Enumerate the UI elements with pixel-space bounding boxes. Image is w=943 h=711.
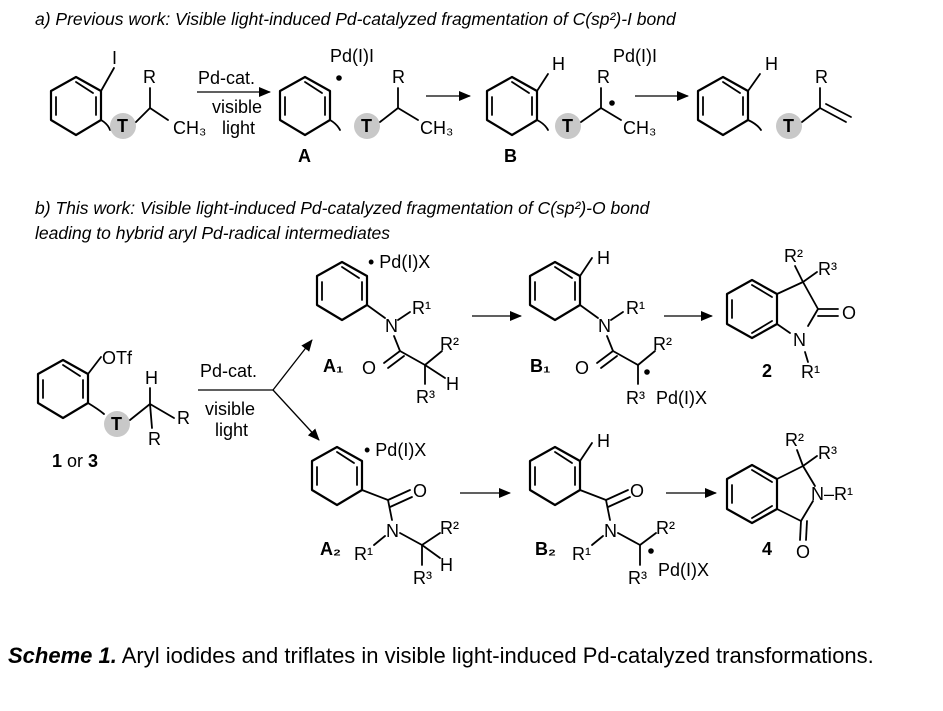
oxygen-atom: O (796, 542, 810, 562)
light-label: visible (212, 97, 262, 117)
methyl-group: CH₃ (173, 118, 206, 138)
oxygen-atom: O (362, 358, 376, 378)
hydrogen-atom: H (597, 431, 610, 451)
compound-label-4: 4 (762, 539, 772, 559)
r2-group: R² (440, 518, 459, 538)
oxindole-product-2: O N R¹ R² R³ 2 (725, 246, 856, 382)
intermediate-B: H T R Pd(I)I CH₃ B (485, 46, 657, 166)
r1-group: R¹ (412, 298, 431, 318)
r3-group: R³ (818, 259, 837, 279)
oxygen-atom: O (630, 481, 644, 501)
light-label: light (215, 420, 248, 440)
compound-label-B1: B₁ (530, 356, 550, 376)
aryl-iodide-start: I T R CH₃ (49, 48, 206, 139)
light-label: light (222, 118, 255, 138)
iodine-atom: I (112, 48, 117, 68)
compound-label-2: 2 (762, 361, 772, 381)
palladium-label: Pd(I)I (613, 46, 657, 66)
r2-group: R² (784, 246, 803, 266)
tether-label: T (783, 116, 794, 136)
hydrogen-atom: H (145, 368, 158, 388)
intermediate-B1: H N R¹ O R² R³ Pd(I)X B₁ (528, 248, 707, 408)
nitrogen-atom: N (793, 330, 806, 350)
palladium-label: Pd(I)I (330, 46, 374, 66)
r-group: R (597, 67, 610, 87)
r-group: R (815, 67, 828, 87)
branch-arrow-up (272, 339, 313, 391)
hydrogen-atom: H (446, 374, 459, 394)
catalyst-label: Pd-cat. (198, 68, 255, 88)
r1-group: R¹ (572, 544, 591, 564)
methyl-group: CH₃ (420, 118, 453, 138)
oxygen-atom: O (413, 481, 427, 501)
intermediate-A1: • Pd(I)X N R¹ O R² H R³ A₁ (315, 252, 459, 407)
r3-group: R³ (818, 443, 837, 463)
triflate-group: OTf (102, 348, 133, 368)
hydrogen-atom: H (552, 54, 565, 74)
heading-part-b-line2: leading to hybrid aryl Pd-radical interm… (35, 223, 390, 243)
intermediate-A2: • Pd(I)X O N R¹ R² H R³ A₂ (310, 440, 459, 588)
intermediate-B2: H O N R¹ R² R³ Pd(I)X B₂ (528, 431, 709, 588)
r3-group: R³ (628, 568, 647, 588)
compound-label-1-or-3: 1 or 3 (52, 451, 98, 471)
r-group: R (148, 429, 161, 449)
hydrogen-atom: H (597, 248, 610, 268)
r-group: R (143, 67, 156, 87)
r3-group: R³ (413, 568, 432, 588)
r-group: R (392, 67, 405, 87)
nitrogen-atom: N (385, 316, 398, 336)
nitrogen-atom: N (604, 521, 617, 541)
nitrogen-atom: N (598, 316, 611, 336)
nitrogen-atom: N (386, 521, 399, 541)
caption-text: Aryl iodides and triflates in visible li… (116, 643, 874, 668)
nitrogen-r1-group: N–R¹ (811, 484, 853, 504)
hydrogen-atom: H (440, 555, 453, 575)
compound-label-B2: B₂ (535, 539, 556, 559)
palladium-label: Pd(I)X (658, 560, 709, 580)
palladium-label: • Pd(I)X (364, 440, 426, 460)
compound-label-A2: A₂ (320, 539, 341, 559)
palladium-label: • Pd(I)X (368, 252, 430, 272)
r2-group: R² (656, 518, 675, 538)
reaction-scheme: a) Previous work: Visible light-induced … (35, 9, 856, 588)
oxygen-atom: O (842, 303, 856, 323)
intermediate-A: Pd(I)I T R CH₃ A (278, 46, 453, 166)
r2-group: R² (785, 430, 804, 450)
hydrogen-atom: H (765, 54, 778, 74)
light-label: visible (205, 399, 255, 419)
r1-group: R¹ (801, 362, 820, 382)
heading-part-b-line1: b) This work: Visible light-induced Pd-c… (35, 198, 651, 218)
palladium-label: Pd(I)X (656, 388, 707, 408)
r3-group: R³ (416, 387, 435, 407)
tether-label: T (562, 116, 573, 136)
tether-label: T (117, 116, 128, 136)
tether-label: T (361, 116, 372, 136)
r3-group: R³ (626, 388, 645, 408)
r-group: R (177, 408, 190, 428)
compound-label-B: B (504, 146, 517, 166)
tether-label: T (111, 414, 122, 434)
aryl-triflate-start: OTf T H R R 1 or 3 (36, 348, 190, 471)
r2-group: R² (653, 334, 672, 354)
r1-group: R¹ (626, 298, 645, 318)
catalyst-label: Pd-cat. (200, 361, 257, 381)
isoindolinone-product-4: O N–R¹ R² R³ 4 (725, 430, 853, 562)
oxygen-atom: O (575, 358, 589, 378)
caption-label: Scheme 1. (8, 643, 117, 668)
compound-label-A1: A₁ (323, 356, 343, 376)
branch-arrow-down (272, 389, 320, 441)
scheme-caption: Scheme 1. Aryl iodides and triflates in … (8, 640, 936, 672)
compound-label-A: A (298, 146, 311, 166)
alkene-product: H T R (696, 54, 852, 139)
heading-part-a: a) Previous work: Visible light-induced … (35, 9, 677, 29)
methyl-group: CH₃ (623, 118, 656, 138)
r1-group: R¹ (354, 544, 373, 564)
r2-group: R² (440, 334, 459, 354)
